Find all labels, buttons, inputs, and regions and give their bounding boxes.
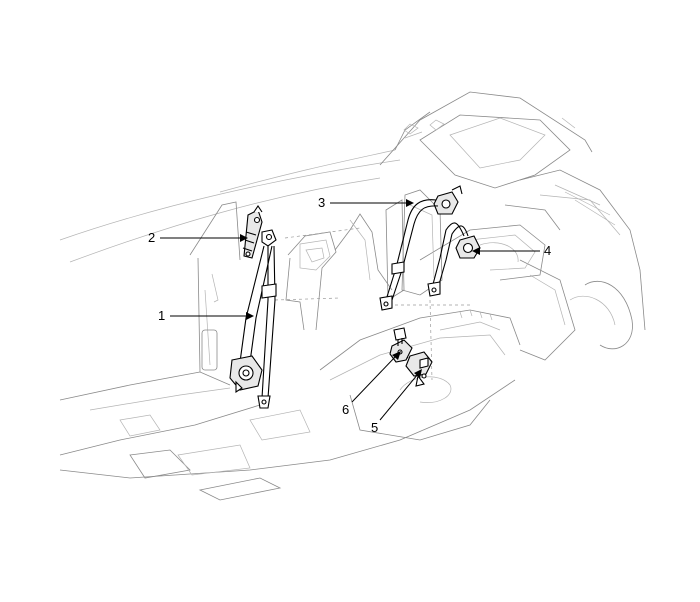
rear-seat-buckle [401,339,433,387]
callout-label-6: 6 [342,402,349,417]
vehicle-body-outline [59,91,646,501]
callout-label-2: 2 [148,230,155,245]
arrow-head-icon [240,234,248,242]
leader-line-6 [351,355,397,403]
rear-center-buckle [389,327,413,363]
callout-1: 1 [158,308,254,323]
rear-seat-belt [379,185,463,311]
arrow-head-icon [472,247,480,255]
callout-3: 3 [318,195,414,210]
callout-5: 5 [371,369,422,435]
callout-2: 2 [148,230,248,245]
arrow-head-icon [406,199,414,207]
callout-4: 4 [472,243,551,258]
rear-center-seat-belt [427,222,481,297]
callout-label-1: 1 [158,308,165,323]
arrow-head-icon [414,369,422,378]
height-adjuster [242,205,263,259]
callout-label-5: 5 [371,420,378,435]
arrow-head-icon [392,351,401,360]
leader-line-5 [379,373,419,421]
callout-label-4: 4 [544,243,551,258]
callout-6: 6 [342,351,401,417]
callout-label-3: 3 [318,195,325,210]
arrow-head-icon [246,312,254,320]
front-seat-belt-assembly [229,229,277,409]
